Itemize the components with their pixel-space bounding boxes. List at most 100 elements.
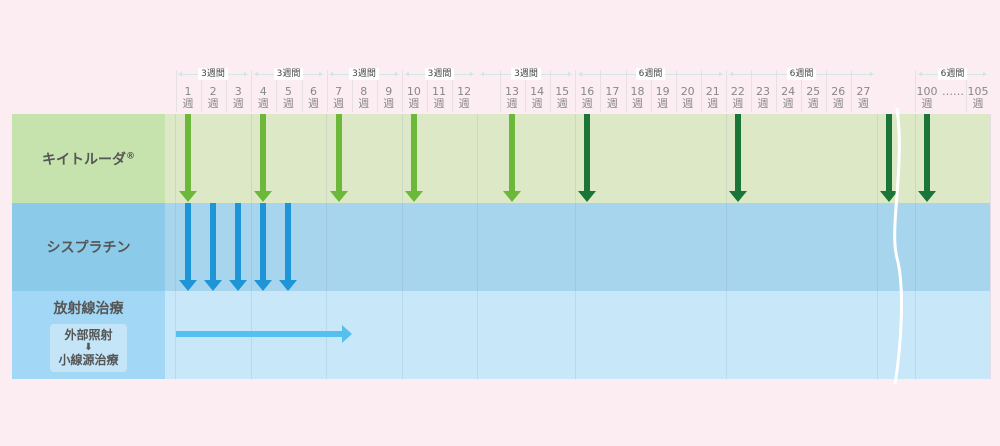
- week-divider: [226, 70, 228, 112]
- week-unit: 週: [556, 97, 568, 110]
- interval-label: 3週間: [349, 68, 379, 80]
- interval-label: 3週間: [198, 68, 228, 80]
- interval-bracket: 3週間: [405, 68, 474, 80]
- week-divider: [301, 70, 303, 112]
- week-unit: 週: [832, 97, 844, 110]
- brachytherapy-label: 小線源治療: [58, 353, 119, 367]
- week-divider: [650, 70, 652, 112]
- keytruda-dose-arrow: [578, 114, 597, 202]
- week-number: 100: [916, 85, 938, 98]
- radiation-arrowhead: [342, 325, 352, 343]
- week-unit: 週: [232, 97, 244, 110]
- week-number: 27: [856, 85, 871, 98]
- radiation-sub-box: 外部照射 ⬇ 小線源治療: [50, 324, 127, 372]
- week-divider: [276, 70, 278, 112]
- week-divider: [600, 70, 602, 112]
- radiation-label: 放射線治療 外部照射 ⬇ 小線源治療: [12, 291, 165, 379]
- cisplatin-name: シスプラチン: [46, 240, 131, 256]
- week-unit: 週: [807, 97, 819, 110]
- week-number: 10: [406, 85, 421, 98]
- external-beam-label: 外部照射: [64, 328, 113, 342]
- interval-bracket: 3週間: [254, 68, 323, 80]
- week-number: 7: [335, 85, 343, 98]
- week-number: 21: [705, 85, 720, 98]
- week-divider: [351, 70, 353, 112]
- interval-bracket: 3週間: [480, 68, 572, 80]
- keytruda-name: キイトルーダ: [42, 151, 126, 168]
- interval-label: 6週間: [937, 68, 968, 80]
- week-number: 24: [781, 85, 796, 98]
- week-number: 26: [831, 85, 846, 98]
- keytruda-dose-arrow: [918, 114, 936, 202]
- week-number: 6: [310, 85, 317, 98]
- interval-label: 6週間: [786, 68, 817, 80]
- cisplatin-dose-arrow: [279, 203, 298, 291]
- week-unit: 週: [531, 97, 543, 110]
- grid-line: [175, 114, 176, 379]
- cisplatin-dose-arrow: [204, 203, 223, 291]
- week-number: 5: [284, 85, 292, 98]
- week-divider: [801, 70, 803, 112]
- registered-mark: ®: [126, 150, 135, 161]
- week-divider: [776, 70, 778, 112]
- keytruda-dose-arrow: [728, 114, 747, 202]
- week-number: 17: [605, 85, 620, 98]
- down-arrow-icon: ⬇: [84, 342, 93, 353]
- week-unit: 週: [757, 97, 769, 110]
- keytruda-dose-arrow: [404, 114, 423, 202]
- grid-line: [990, 114, 991, 379]
- grid-line: [877, 114, 878, 379]
- interval-label: 3週間: [511, 68, 541, 80]
- week-number: 13: [505, 85, 519, 98]
- week-unit: 週: [707, 97, 719, 110]
- week-unit: 週: [358, 97, 370, 110]
- week-divider: [176, 70, 177, 112]
- keytruda-label: キイトルーダ®: [12, 114, 165, 203]
- week-number: 19: [655, 85, 670, 98]
- week-unit: 週: [207, 97, 219, 110]
- week-unit: 週: [458, 97, 470, 110]
- interval-label: 3週間: [273, 68, 304, 80]
- week-unit: 週: [857, 97, 869, 110]
- week-unit: 週: [282, 97, 294, 110]
- radiation-arrow: [176, 331, 342, 337]
- week-divider: [700, 70, 702, 112]
- week-divider: [376, 70, 378, 112]
- week-number: 22: [730, 85, 745, 98]
- week-unit: 週: [782, 97, 794, 110]
- grid-line: [402, 114, 403, 379]
- grid-line: [915, 114, 916, 379]
- week-number: 12: [457, 85, 472, 98]
- week-divider: [525, 70, 527, 112]
- week-number: 1: [184, 85, 192, 98]
- interval-label: 3週間: [424, 68, 455, 80]
- cisplatin-dose-arrow: [179, 203, 197, 291]
- interval-bracket: 6週間: [578, 68, 723, 80]
- week-divider: [751, 70, 752, 112]
- cisplatin-dose-arrow: [229, 203, 248, 291]
- keytruda-dose-arrow: [329, 114, 348, 202]
- week-number: 2: [209, 85, 217, 98]
- week-divider: [851, 70, 853, 112]
- week-divider: [826, 70, 828, 112]
- week-number: 8: [360, 85, 368, 98]
- week-number: 20: [680, 85, 695, 98]
- week-unit: 週: [657, 97, 669, 110]
